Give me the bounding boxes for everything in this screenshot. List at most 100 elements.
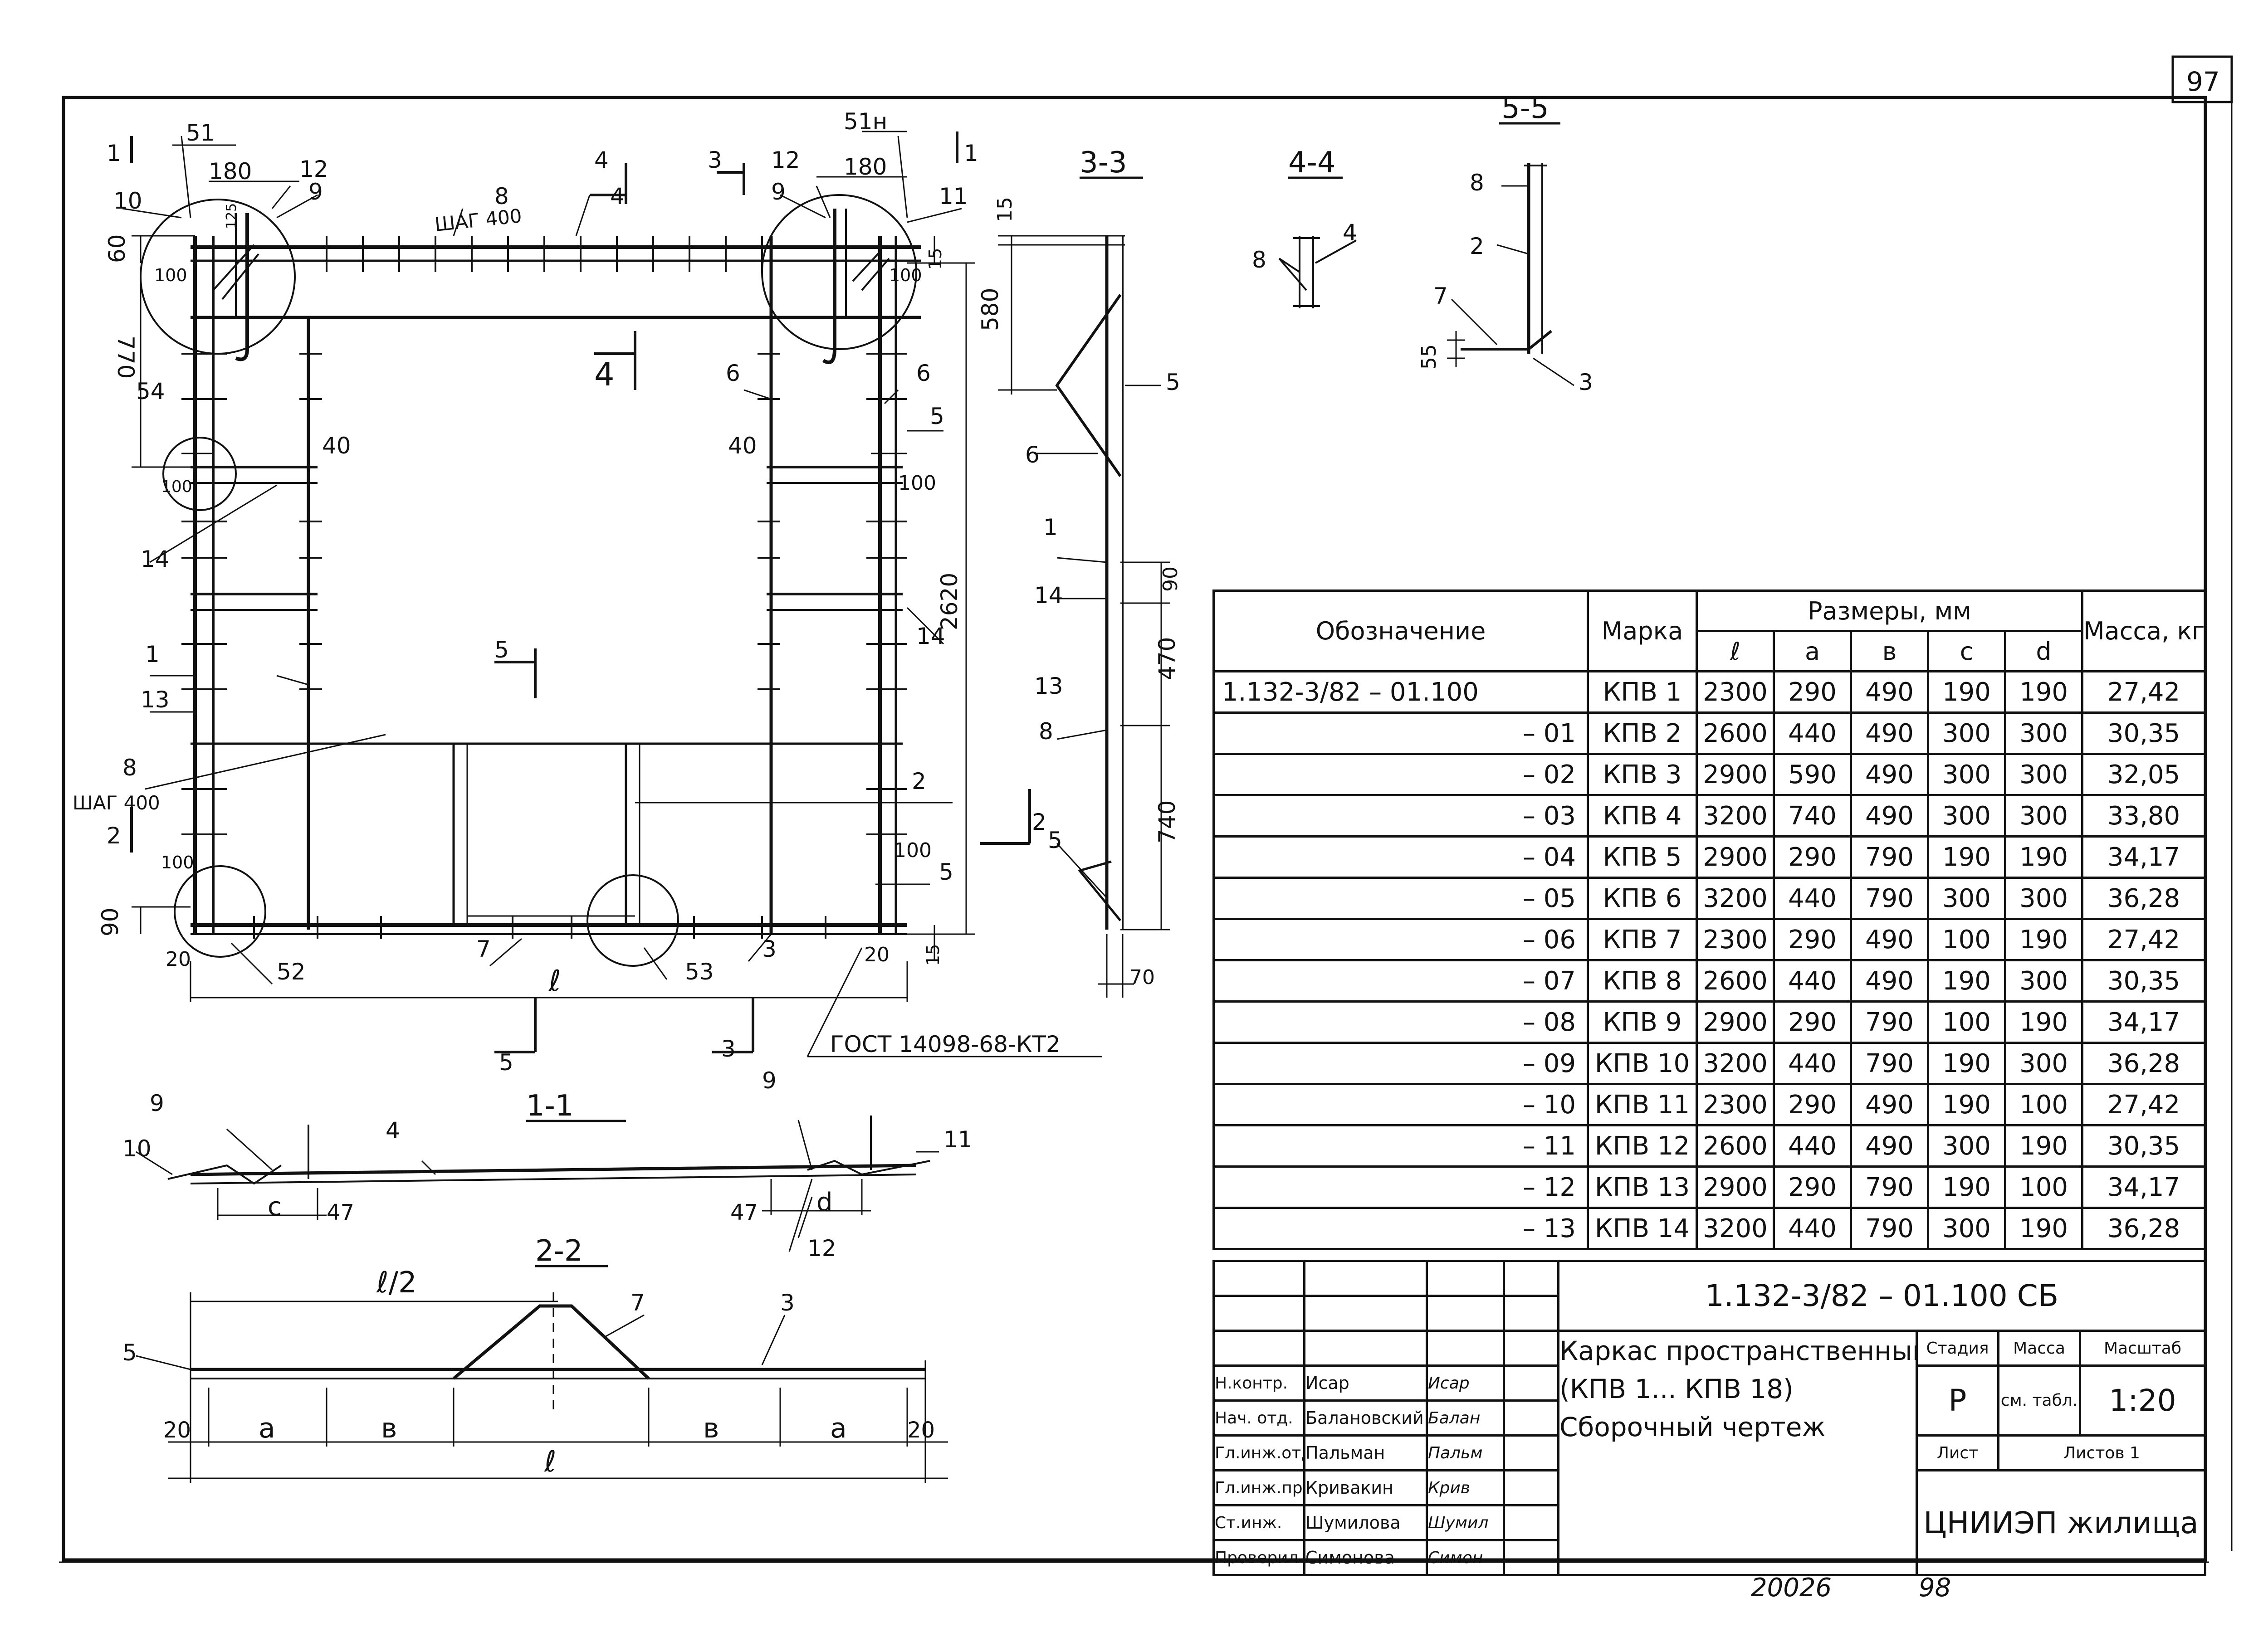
callout-12a: 12 (299, 156, 328, 182)
cell-d: 300 (2004, 753, 2084, 796)
view-4-4-title: 4-4 (1288, 146, 1336, 180)
dim-60: 60 (104, 234, 130, 263)
view-3-3: 3-3 15 580 90 4 (977, 146, 1182, 998)
callout-1a: 1 (145, 641, 160, 667)
cell-des: – 08 (1212, 1000, 1589, 1044)
cell-mark: КПВ 1 (1587, 670, 1698, 714)
view-3-3-callout-13: 13 (1034, 673, 1063, 699)
staff-name: Симонова (1303, 1539, 1428, 1576)
callout-54: 54 (136, 378, 165, 404)
cell-c: 300 (1927, 1124, 2006, 1168)
cell-d: 300 (2004, 794, 2084, 838)
cell-c: 190 (1927, 1042, 2006, 1085)
cell-mark: КПВ 9 (1587, 1000, 1698, 1044)
view-1-1-callout-10: 10 (122, 1135, 152, 1162)
cell-l: 2900 (1696, 835, 1775, 879)
cell-des: – 10 (1212, 1083, 1589, 1126)
view-1-1-label-d: d (816, 1188, 833, 1217)
cell-d: 190 (2004, 1124, 2084, 1168)
cell-mass: 27,42 (2081, 918, 2207, 961)
cell-a: 440 (1773, 877, 1852, 920)
cell-mark: КПВ 13 (1587, 1165, 1698, 1209)
staff-signature: Симон (1426, 1539, 1505, 1576)
cell-mark: КПВ 11 (1587, 1083, 1698, 1126)
cell-d: 190 (2004, 670, 2084, 714)
callout-11: 11 (939, 183, 968, 209)
spec-table: Обозначение Марка Размеры, мм Масса, кг … (1212, 590, 2207, 1250)
cell-c: 300 (1927, 877, 2006, 920)
header-sizes: Размеры, мм (1695, 590, 2084, 632)
cell-b: 790 (1850, 1165, 1929, 1209)
view-5-5-callout-3: 3 (1579, 369, 1593, 395)
cell-d: 190 (2004, 1000, 2084, 1044)
cell-c: 300 (1927, 794, 2006, 838)
view-1-1-callout-11: 11 (943, 1126, 973, 1153)
organization: ЦНИИЭП жилища (1915, 1469, 2207, 1576)
dim-100d: 100 (898, 472, 936, 495)
view-3-3-title: 3-3 (1080, 146, 1127, 180)
callout-5a: 5 (930, 403, 944, 429)
cell-c: 190 (1927, 1165, 2006, 1209)
dim-100c: 100 (161, 477, 192, 496)
cell-des: – 13 (1212, 1207, 1589, 1250)
dim-100a: 100 (154, 265, 187, 285)
view-1-1-dim-47b: 47 (730, 1200, 758, 1225)
view-5-5-callout-2: 2 (1470, 233, 1484, 259)
cell-c: 190 (1927, 959, 2006, 1003)
staff-name: Пальман (1303, 1434, 1428, 1471)
callout-3a: 3 (762, 936, 777, 962)
view-3-3-dim-90: 90 (1159, 566, 1182, 592)
view-3-3-dim-470: 470 (1154, 637, 1180, 680)
cell-mark: КПВ 2 (1587, 711, 1698, 755)
cell-des: – 09 (1212, 1042, 1589, 1085)
scale-header: Масштаб (2078, 1330, 2207, 1367)
cell-d: 300 (2004, 959, 2084, 1003)
cell-a: 290 (1773, 835, 1852, 879)
cell-mark: КПВ 5 (1587, 835, 1698, 879)
dim-100e: 100 (894, 839, 932, 862)
callout-4a: 4 (610, 183, 625, 209)
view-1-1-title: 1-1 (526, 1089, 574, 1123)
staff-signature: Пальм (1426, 1434, 1505, 1471)
archive-number: 20026 (1751, 1573, 1832, 1603)
view-5-5-title: 5-5 (1501, 92, 1549, 125)
callout-7a: 7 (476, 936, 491, 962)
staff-role: Ст.инж. (1212, 1504, 1305, 1541)
dim-770: 770 (112, 336, 139, 379)
cell-mark: КПВ 10 (1587, 1042, 1698, 1085)
cell-c: 190 (1927, 670, 2006, 714)
staff-role: Проверил (1212, 1539, 1305, 1576)
callout-51n: 51н (844, 108, 887, 135)
step-label-a: ШАГ 400 (434, 205, 523, 236)
view-2-2-dim-20b: 20 (907, 1418, 935, 1443)
staff-role: Гл.инж.пр. (1212, 1469, 1305, 1506)
sheets-label: Листов 1 (1997, 1434, 2207, 1471)
title-block: 1.132-3/82 – 01.100 СБ Каркас пространст… (1212, 1260, 2207, 1576)
view-1-1-callout-12: 12 (807, 1235, 836, 1262)
cell-l: 3200 (1696, 1207, 1775, 1250)
dim-40b: 40 (728, 433, 757, 459)
callout-6b: 6 (916, 360, 931, 386)
cell-a: 440 (1773, 1207, 1852, 1250)
dim-40a: 40 (322, 433, 351, 459)
cell-l: 2900 (1696, 753, 1775, 796)
cell-mass: 36,28 (2081, 877, 2207, 920)
staff-signature: Балан (1426, 1399, 1505, 1437)
view-1-1: 1-1 9 10 4 9 11 c 47 (122, 1067, 973, 1262)
cell-a: 590 (1773, 753, 1852, 796)
view-1-1-label-c: c (268, 1192, 282, 1222)
cell-mass: 27,42 (2081, 670, 2207, 714)
cell-mark: КПВ 8 (1587, 959, 1698, 1003)
view-2-2-title: 2-2 (535, 1234, 583, 1268)
staff-signature: Исар (1426, 1364, 1505, 1402)
cell-mark: КПВ 4 (1587, 794, 1698, 838)
view-5-5: 5-5 8 2 7 55 3 (1418, 92, 1593, 395)
cell-d: 300 (2004, 711, 2084, 755)
